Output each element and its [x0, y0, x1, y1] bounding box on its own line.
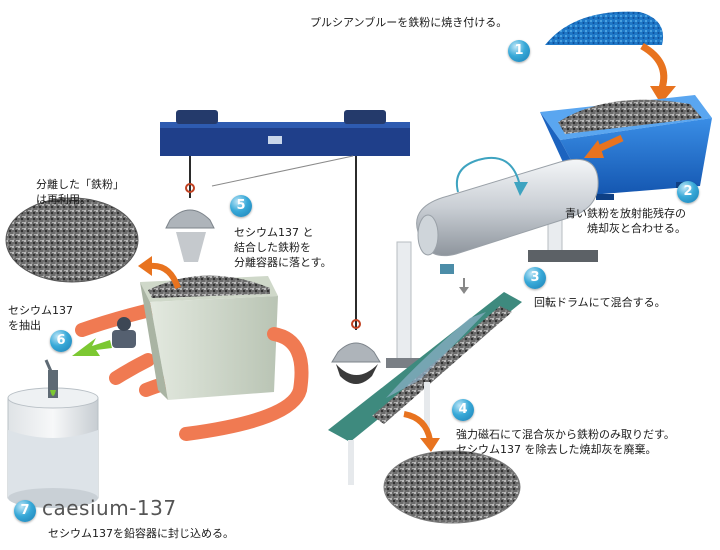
arrow-head-recycle [138, 256, 152, 276]
arrow-recycle [149, 262, 181, 290]
arrow-head-drum-to-belt [459, 287, 469, 294]
rotating-drum [386, 156, 599, 368]
arrow-to-ash-pile [403, 411, 433, 441]
reused-iron-powder-pile [5, 197, 139, 283]
step-7-badge: 7 [14, 500, 36, 522]
step-4-badge: 4 [452, 399, 474, 421]
reuse-note: 分離した「鉄粉」 は再利用。 [36, 178, 124, 206]
arrow-head-tub-to-drum [584, 140, 604, 158]
step-5-label: セシウム137 と 結合した鉄粉を 分離容器に落とす。 [234, 226, 332, 269]
discarded-ash-pile [383, 450, 521, 524]
blue-powder-pile [545, 11, 664, 45]
step-5-badge: 5 [230, 195, 252, 217]
step-3-label: 回転ドラムにて混合する。 [534, 296, 666, 309]
arrow-head-to-ash-pile [420, 438, 440, 452]
iron-dropping [176, 232, 206, 262]
lead-container [7, 359, 99, 508]
step-1-label: プルシアンブルーを鉄粉に焼き付ける。 [310, 16, 508, 29]
step-1-badge: 1 [508, 40, 530, 62]
overhead-crane [160, 110, 410, 384]
step-6-badge: 6 [50, 330, 72, 352]
arrow-head-to-tub [650, 86, 676, 104]
arrow-to-tub [640, 42, 668, 90]
step-3-badge: 3 [524, 267, 546, 289]
step-7-label: セシウム137を鉛容器に封じ込める。 [48, 527, 234, 540]
conveyor-belt [328, 292, 522, 485]
separation-box [75, 275, 309, 441]
step-2-badge: 2 [677, 181, 699, 203]
caesium-title: caesium-137 [42, 496, 177, 520]
step-4-label: 強力磁石にて混合灰から鉄粉のみ取りだす。 セシウム137 を除去した焼却灰を廃棄… [456, 428, 675, 456]
step-6-label: セシウム137 を抽出 [8, 304, 73, 332]
arrow-green-extract [72, 338, 112, 356]
step-2-label: 青い鉄粉を放射能残存の 焼却灰と合わせる。 [565, 207, 686, 235]
